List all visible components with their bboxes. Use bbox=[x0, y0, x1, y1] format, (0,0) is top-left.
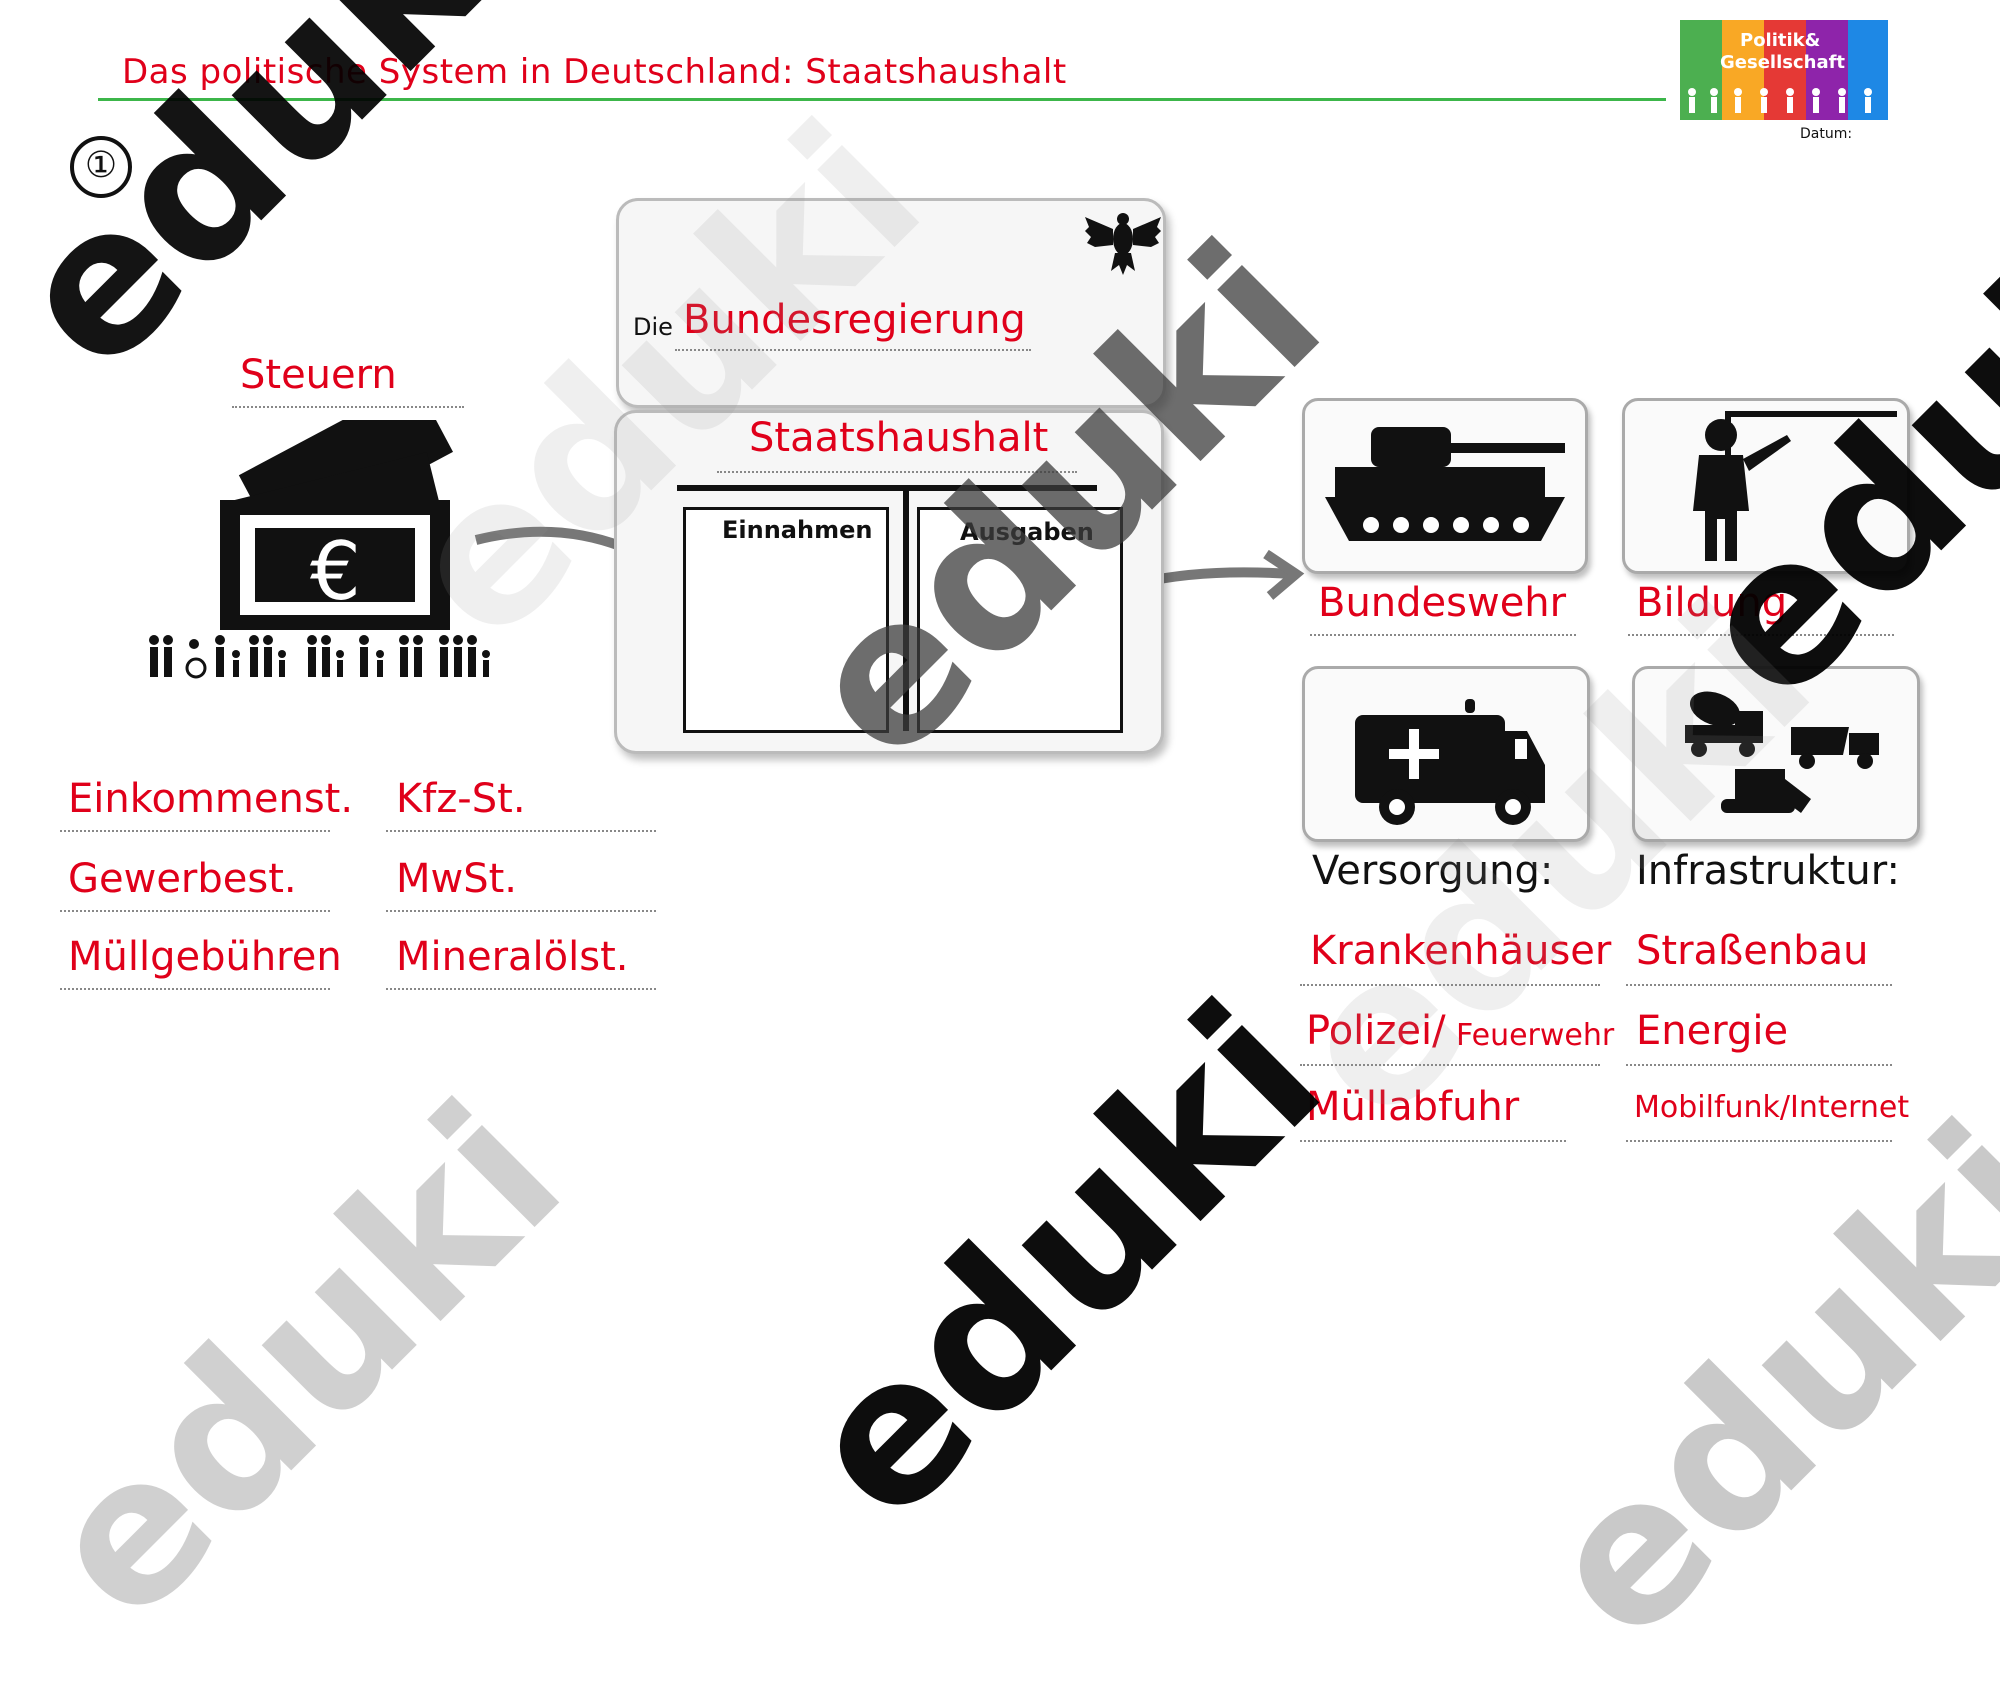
euro-symbol: € bbox=[310, 525, 361, 618]
date-label: Datum: bbox=[1800, 126, 1853, 142]
page-title: Das politische System in Deutschland: St… bbox=[122, 52, 1067, 92]
tank-icon bbox=[1325, 427, 1565, 541]
government-box: Die Bundesregierung bbox=[616, 198, 1166, 408]
ambulance-tile bbox=[1302, 666, 1590, 842]
education-tile bbox=[1622, 398, 1910, 574]
versorgung-item-1: Krankenhäuser bbox=[1310, 928, 1612, 974]
versorgung-label: Versorgung: bbox=[1312, 848, 1554, 894]
t-account-vertical bbox=[903, 485, 909, 731]
versorgung-item-3-line bbox=[1300, 1140, 1566, 1142]
tax-item-4-line bbox=[386, 910, 656, 912]
construction-vehicles-icon bbox=[1685, 691, 1879, 813]
eagle-icon bbox=[1083, 205, 1163, 281]
tax-item-3: Gewerbest. bbox=[68, 856, 297, 902]
versorgung-item-2-line bbox=[1300, 1064, 1600, 1066]
tax-item-1-line bbox=[60, 830, 330, 832]
tax-item-6: Mineralölst. bbox=[396, 934, 629, 980]
government-line bbox=[675, 349, 1031, 351]
versorgung-item-1-line bbox=[1300, 984, 1600, 986]
tax-item-5-line bbox=[60, 988, 330, 990]
money-icon: € bbox=[200, 381, 460, 640]
infrastruktur-item-1: Straßenbau bbox=[1636, 928, 1869, 974]
taxes-heading-line bbox=[232, 406, 464, 408]
versorgung-item-3: Müllabfuhr bbox=[1306, 1084, 1520, 1130]
watermark-5: eduki bbox=[0, 1059, 606, 1665]
income-column: Einnahmen bbox=[683, 507, 889, 733]
infrastruktur-item-2: Energie bbox=[1636, 1008, 1789, 1054]
versorgung-item-2b: Feuerwehr bbox=[1456, 1018, 1615, 1053]
infrastructure-tile bbox=[1632, 666, 1920, 842]
people-icons bbox=[146, 634, 516, 680]
budget-box: Staatshaushalt Einnahmen Ausgaben bbox=[614, 410, 1164, 754]
expenses-label: Ausgaben bbox=[960, 518, 1094, 546]
tank-tile bbox=[1302, 398, 1588, 574]
tax-item-4: MwSt. bbox=[396, 856, 518, 902]
government-name: Bundesregierung bbox=[683, 297, 1026, 343]
tax-item-3-line bbox=[60, 910, 330, 912]
tax-item-6-line bbox=[386, 988, 656, 990]
versorgung-item-2a: Polizei/ bbox=[1306, 1008, 1446, 1054]
infrastruktur-label: Infrastruktur: bbox=[1636, 848, 1900, 894]
income-label: Einnahmen bbox=[722, 516, 873, 544]
infrastruktur-item-3: Mobilfunk/Internet bbox=[1634, 1090, 1910, 1125]
bundeswehr-line bbox=[1310, 634, 1576, 636]
logo-text-2: Gesellschaft bbox=[1720, 52, 1846, 73]
taxes-heading: Steuern bbox=[240, 352, 397, 398]
bundeswehr-label: Bundeswehr bbox=[1318, 580, 1567, 626]
infrastruktur-item-2-line bbox=[1626, 1064, 1892, 1066]
budget-title: Staatshaushalt bbox=[749, 415, 1049, 461]
ambulance-icon bbox=[1355, 699, 1545, 825]
budget-title-line bbox=[717, 471, 1077, 473]
infrastruktur-item-1-line bbox=[1626, 984, 1892, 986]
expenses-column: Ausgaben bbox=[917, 507, 1123, 733]
bildung-line bbox=[1628, 634, 1894, 636]
watermark-4: eduki bbox=[760, 959, 1366, 1565]
bildung-label: Bildung bbox=[1636, 580, 1788, 626]
t-account-horizontal bbox=[677, 485, 1097, 491]
logo-text-1: Politik& bbox=[1740, 30, 1821, 51]
watermark-6: eduki bbox=[1500, 1079, 2000, 1685]
government-prefix: Die bbox=[633, 313, 673, 341]
tax-item-5: Müllgebühren bbox=[68, 934, 342, 980]
logo: Politik& Gesellschaft bbox=[1680, 20, 1888, 120]
tax-item-1: Einkommenst. bbox=[68, 776, 354, 822]
section-number: ① bbox=[70, 136, 132, 198]
tax-item-2-line bbox=[386, 830, 656, 832]
teacher-icon bbox=[1693, 411, 1897, 561]
title-underline bbox=[98, 98, 1666, 101]
tax-item-2: Kfz-St. bbox=[396, 776, 526, 822]
infrastruktur-item-3-line bbox=[1626, 1140, 1892, 1142]
